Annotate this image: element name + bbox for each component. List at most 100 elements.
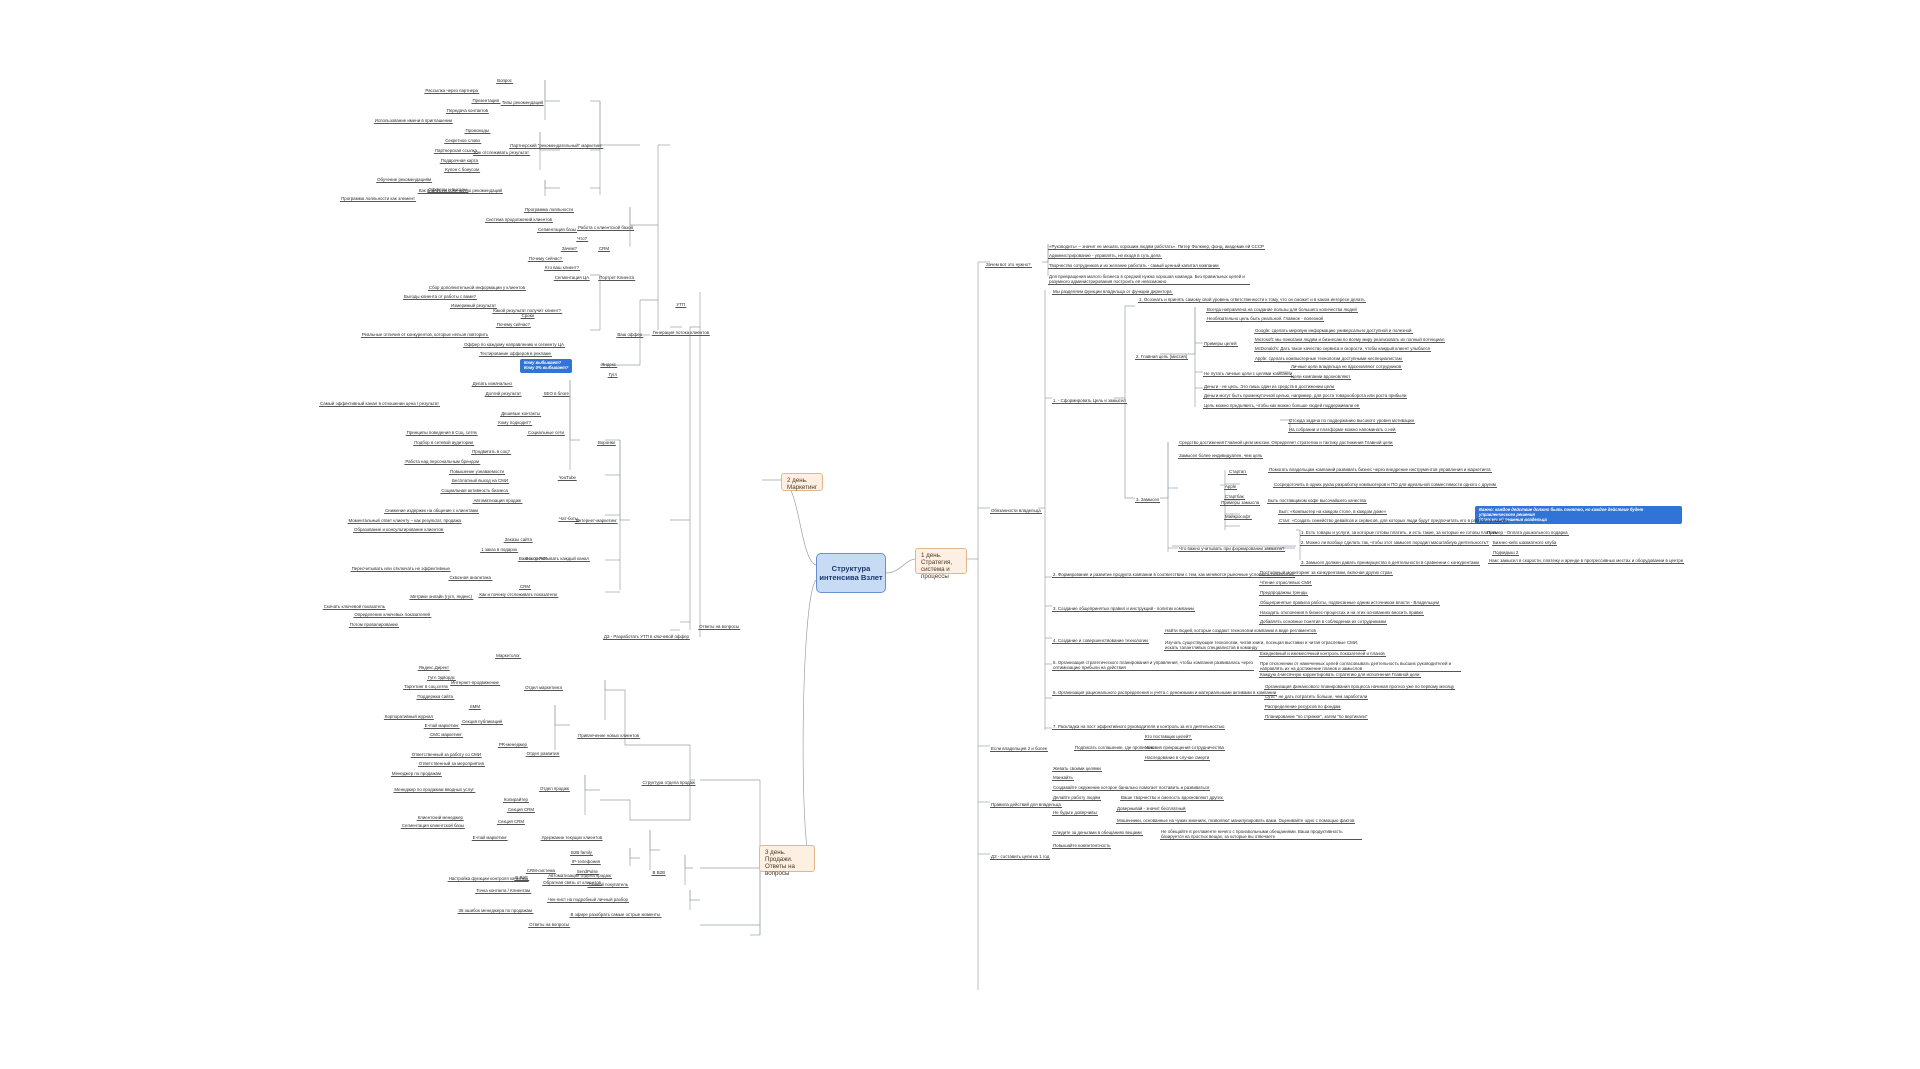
day1-node[interactable]: Довернывай - значит бесплатный <box>1116 806 1187 812</box>
day1-node[interactable]: 5. Организация стратегического планирова… <box>1052 660 1254 671</box>
day2-3-node[interactable]: Сбор дополнительной информации у клиенто… <box>427 285 526 291</box>
day2-3-node[interactable]: 35 ошибок менеджера по продажам <box>457 908 533 914</box>
day2-3-node[interactable]: SMM <box>468 704 481 710</box>
day2-3-node[interactable]: YouTube <box>557 475 577 481</box>
day1-node[interactable]: Жевать своими целями <box>1052 766 1102 772</box>
day1-node[interactable]: Microsoft: мы помогаем людям и бизнесам … <box>1254 337 1446 343</box>
day2-3-node[interactable]: Дешевые контакты <box>500 411 541 417</box>
day2-3-node[interactable]: Сроки <box>520 313 535 319</box>
day2-3-node[interactable]: В эфире разобрать самые острые моменты <box>569 912 661 918</box>
day2-3-node[interactable]: Измеримый результат <box>449 303 497 309</box>
day2-3-node[interactable]: УТП <box>675 302 686 308</box>
day2-3-node[interactable]: Презентация <box>471 98 500 104</box>
day1-node[interactable]: Подписать соглашение, где прописано <box>1074 745 1156 751</box>
day1-node[interactable]: Наследование в случае смерти <box>1144 755 1211 761</box>
day2-3-node[interactable]: Сквозная аналитика <box>448 575 492 581</box>
day1-node[interactable]: 1. Есть товары и услуги, за которые гото… <box>1300 530 1499 536</box>
day2-3-node[interactable]: Гугл <box>607 372 618 378</box>
day2-3-node[interactable]: B B2B <box>651 870 666 876</box>
day2-3-node[interactable]: Автоматизация продаж <box>472 498 522 504</box>
day2-3-node[interactable]: Делать изначально <box>471 381 513 387</box>
day1-node[interactable]: Деньги - не цель. Это лишь один из средс… <box>1203 384 1335 390</box>
day2-3-node[interactable]: Промокоды <box>464 128 490 134</box>
day2-3-node[interactable]: Ответственный за мероприятия <box>417 761 485 767</box>
day2-3-node[interactable]: Как отслеживать результат <box>473 150 530 156</box>
day1-node[interactable]: Общепринятые правила работы, подписанные… <box>1259 600 1441 606</box>
day1-node[interactable]: Чтение отраслевых СМИ <box>1259 580 1313 586</box>
day2-3-node[interactable]: Таргетинг в соц.сетях <box>403 684 449 690</box>
day2-3-node[interactable]: Потом провалирование <box>348 622 399 628</box>
day2-3-node[interactable]: Привлечение новых клиентов <box>577 733 640 739</box>
day1-node[interactable]: Предпродажны тренды <box>1259 590 1309 596</box>
day2-3-node[interactable]: SendPulse <box>575 869 599 875</box>
day1-node[interactable]: Распределение ресурсов по фондам <box>1264 704 1342 710</box>
day2-3-node[interactable]: Что? <box>576 236 588 242</box>
day2-3-node[interactable]: Тестирование офферов в рекламе <box>478 351 552 357</box>
day1-node[interactable]: Apple: сделать компьютерные технологии д… <box>1254 356 1403 362</box>
day2-3-node[interactable]: Офферы и выгоды <box>427 187 468 193</box>
day2-3-node[interactable]: ДЗ - Разработать УТП в ключевой оффер <box>602 634 690 640</box>
day1-node[interactable]: Добавлять основные понятия в соблюдении … <box>1259 619 1387 625</box>
root-topic[interactable]: Структура интенсива Взлет <box>816 553 886 593</box>
day2-3-node[interactable]: Принципы поведения в Соц. сетях <box>405 430 478 436</box>
day2-3-node[interactable]: Портрет Клиента <box>598 275 635 281</box>
day2-3-node[interactable]: Яндекс.Директ <box>417 665 450 671</box>
day1-node[interactable]: Помогать владельцам компаний развивать б… <box>1268 467 1492 473</box>
day2-3-node[interactable]: Купон с бонусом <box>444 167 480 173</box>
day2-3-node[interactable]: Кому подходит? <box>497 420 532 426</box>
day1-node[interactable]: 2. Главная цель (миссия) <box>1135 354 1189 360</box>
day2-3-node[interactable]: Метрики онлайн (гугл, яндекс) <box>409 594 473 600</box>
day2-3-node[interactable]: Почему сейчас? <box>495 322 531 328</box>
day1-node[interactable]: Ваше творчество и смелость вдохновляют д… <box>1120 795 1224 801</box>
day1-node[interactable]: 3. Замысел должен давать преимущество в … <box>1300 560 1480 566</box>
day2-3-node[interactable]: Ваш оффер <box>616 332 643 338</box>
day1-node[interactable]: Замысел более индивидуален, чем цель <box>1178 453 1264 459</box>
day2-3-node[interactable]: Использование имени в приглашении <box>373 118 453 124</box>
day2-3-node[interactable]: Удержание текущих клиентов <box>540 835 603 841</box>
day2-3-node[interactable]: Точка контакта / Клиентам <box>475 888 531 894</box>
day1-node[interactable]: Создавайте окружение которое банально по… <box>1052 785 1211 791</box>
day2-3-node[interactable]: Вопрос <box>496 78 513 84</box>
day1-node[interactable]: Не будьте доверчивы <box>1052 810 1098 816</box>
day1-node[interactable]: Сосредоточить в одних руках разработку к… <box>1273 482 1497 488</box>
day2-3-node[interactable]: Секция CRM <box>496 819 525 825</box>
day2-3-node[interactable]: Клиентский менеджер <box>416 815 464 821</box>
day1-node[interactable]: Майкрософт <box>1224 514 1252 520</box>
day2-3-node[interactable]: Поддержка сайта <box>416 694 454 700</box>
day2-3-node[interactable]: Отдел маркетинга <box>524 685 563 691</box>
day2-3-node[interactable]: Типы рекомендаций <box>500 100 544 106</box>
day2-3-node[interactable]: Чек-лист на подробный личный разбор <box>547 897 629 903</box>
day2-3-node[interactable]: Социальная активность бизнеса <box>440 488 509 494</box>
day1-node[interactable]: Манкайть <box>1052 775 1074 781</box>
day1-node[interactable]: Если владельцев 2 и более <box>990 746 1049 752</box>
day2-3-node[interactable]: Яндекс <box>600 362 617 368</box>
day1-node[interactable]: Ежедневный и ежемесячный контроль показа… <box>1259 651 1386 657</box>
day2-3-node[interactable]: Партнерская ссылка <box>433 148 478 154</box>
day1-node[interactable]: 1. Осознать и принять самому свой уровен… <box>1138 297 1366 303</box>
day1-node[interactable]: Примеры замысла <box>1220 500 1261 506</box>
day2-3-node[interactable]: Ответственный за работу со СМИ <box>410 752 482 758</box>
day1-node[interactable]: Мы разделяем функции владельца от функци… <box>1052 289 1173 295</box>
day1-node[interactable]: Что важно учитывать при формировании зам… <box>1178 546 1286 552</box>
day2-3-node[interactable]: Чат-боты <box>558 516 579 522</box>
day1-node[interactable]: Изучать существующие технологии, читая к… <box>1164 640 1366 651</box>
day2-3-node[interactable]: Партнерский "рекомендательный" маркетинг <box>509 143 603 149</box>
day1-node[interactable]: Google: сделать мировую информацию униве… <box>1254 328 1413 334</box>
day2-3-node[interactable]: Секретное слово <box>444 138 481 144</box>
day2-3-node[interactable]: Сегментация клиентской базы <box>400 823 465 829</box>
day1-node[interactable]: Необязательно цель быть реальной. Главно… <box>1206 316 1324 322</box>
day1-node[interactable]: Всегда направлена на создание пользы для… <box>1206 307 1358 313</box>
day2-3-node[interactable]: СМС маркетинг <box>429 732 463 738</box>
branch-day1[interactable]: 1 день. Стратегия, система и процессы <box>915 548 967 580</box>
day2-3-node[interactable]: Сегментация базы <box>536 227 577 233</box>
day2-3-node[interactable]: Определение ключевых показателей <box>353 612 431 618</box>
day1-node[interactable]: Стартбак <box>1224 494 1245 500</box>
day2-3-node[interactable]: Продвигать в соц? <box>471 449 511 455</box>
day1-node[interactable]: Не обещайте в регламенте ничего с произв… <box>1160 829 1362 840</box>
day2-3-node[interactable]: B B2C <box>514 875 529 881</box>
day1-node[interactable]: При отклонении от намеченных целей согла… <box>1259 661 1461 672</box>
day2-3-node[interactable]: B2B family <box>570 850 593 856</box>
day1-node[interactable]: Стартап <box>1228 469 1247 475</box>
day2-3-node[interactable]: PR-менеджер <box>497 742 528 748</box>
day1-node[interactable]: Суть - не дать потратить больше, чем зар… <box>1264 694 1369 700</box>
